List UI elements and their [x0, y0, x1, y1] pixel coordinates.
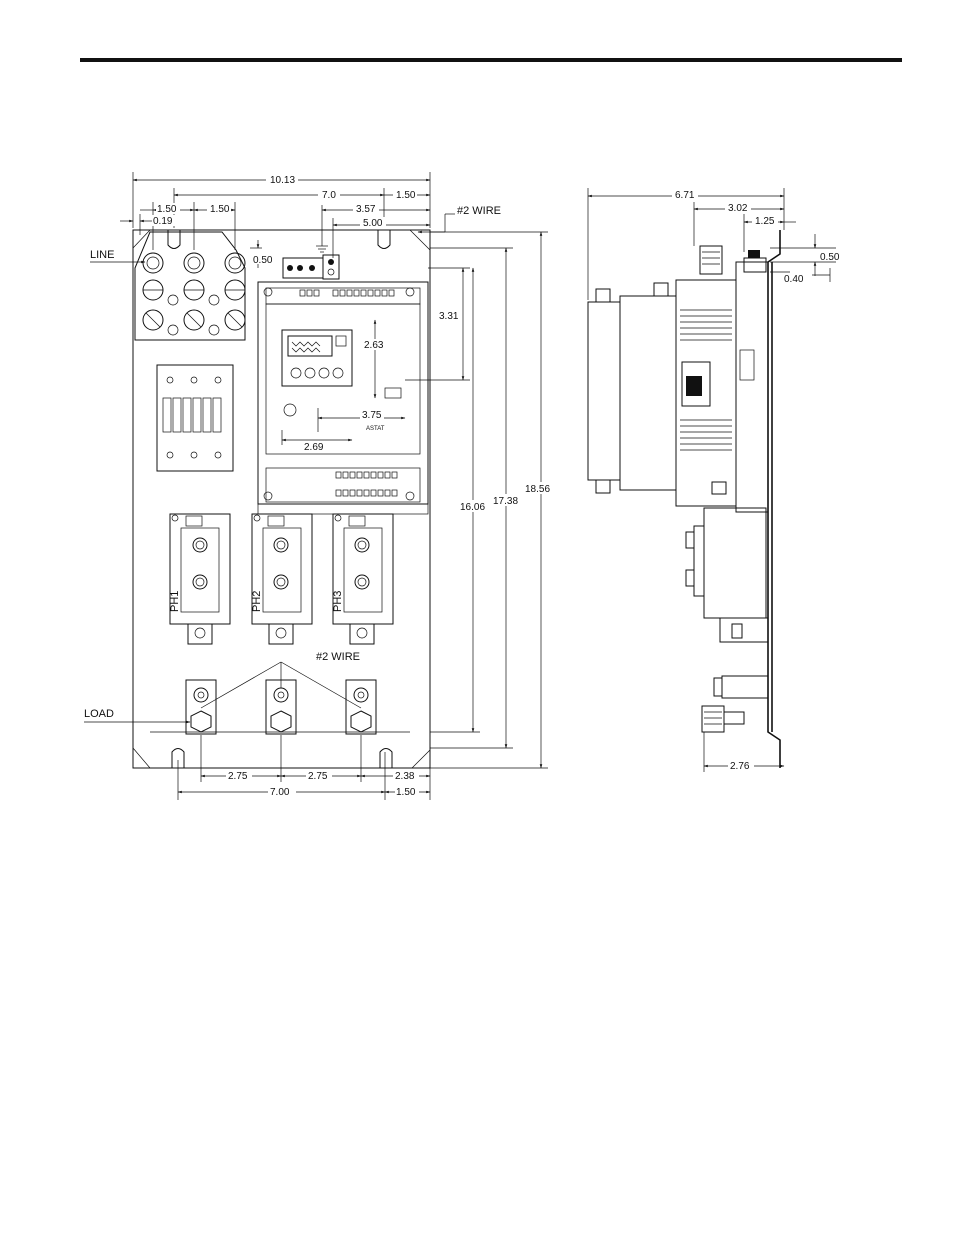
- side-view: 6.71 3.02 1.25 0.50 0.40 2.76: [587, 188, 840, 772]
- dim-bottom-mount-spacing: 7.00: [270, 787, 290, 798]
- front-view: ASTAT: [84, 172, 555, 800]
- back-plate: [132, 229, 431, 769]
- dim-load-pitch-2: 2.75: [308, 771, 328, 782]
- dim-overall-width: 10.13: [270, 175, 295, 186]
- control-terminal-strip: [282, 254, 340, 280]
- contactor: [156, 364, 234, 472]
- mount-slot-bottom-left: [171, 748, 185, 768]
- dim-flange: 1.25: [755, 216, 775, 227]
- soft-starter-controller: ASTAT: [257, 281, 429, 515]
- dim-right-margin-top: 1.50: [396, 190, 416, 201]
- dim-small-a: 0.50: [820, 252, 840, 263]
- mount-slot-top-right: [377, 230, 391, 249]
- load-lug-1: [185, 679, 217, 735]
- mount-slot-bottom-right: [379, 748, 393, 768]
- dim-small-b: 0.40: [784, 274, 804, 285]
- controller-brand: ASTAT: [366, 426, 385, 432]
- wire-label-bottom: #2 WIRE: [316, 651, 360, 663]
- side-controller-front: [587, 301, 621, 481]
- dim-mount-spacing: 7.0: [322, 190, 336, 201]
- dim-display: 2.63: [364, 340, 384, 351]
- dim-left-margin: 1.50: [157, 204, 177, 215]
- dim-height-mid: 17.38: [493, 496, 518, 507]
- dim-bottom-right-margin: 1.50: [396, 787, 416, 798]
- phase-module-1: PH1: [169, 513, 231, 645]
- line-lug-2: [183, 252, 205, 331]
- dim-small: 0.50: [253, 255, 273, 266]
- line-lug-1: [142, 252, 164, 331]
- phase-module-2: PH2: [251, 513, 313, 645]
- dim-edge-offset: 0.19: [153, 216, 173, 227]
- dim-load-pitch-1: 2.75: [228, 771, 248, 782]
- dim-height-overall: 18.56: [525, 484, 550, 495]
- line-label: LINE: [90, 249, 114, 261]
- controller-knob: [283, 403, 297, 417]
- dim-controller-half: 2.69: [304, 442, 324, 453]
- dim-depth: 6.71: [675, 190, 695, 201]
- load-lug-2: [265, 679, 297, 735]
- wire-label-top: #2 WIRE: [457, 205, 501, 217]
- side-heatsink: [703, 507, 767, 619]
- phase-label-1: PH1: [169, 591, 181, 612]
- line-lug-3: [224, 252, 246, 331]
- mount-slot-top-left: [167, 230, 181, 249]
- controller-display: [281, 329, 353, 387]
- dim-depth-mid: 3.02: [728, 203, 748, 214]
- side-mounting-plate: [767, 230, 781, 768]
- phase-label-3: PH3: [332, 591, 344, 612]
- phase-label-2: PH2: [251, 591, 263, 612]
- header-rule: [80, 58, 902, 62]
- dim-ground-to-edge: 5.00: [363, 218, 383, 229]
- load-lug-3: [345, 679, 377, 735]
- dim-load-right: 2.38: [395, 771, 415, 782]
- dim-terminal-pitch: 1.50: [210, 204, 230, 215]
- ground-symbol-icon: [316, 238, 328, 253]
- dim-height-inner: 16.06: [460, 502, 485, 513]
- load-label: LOAD: [84, 708, 114, 720]
- line-terminal-block: [134, 231, 246, 341]
- phase-module-3: PH3: [332, 513, 394, 645]
- dim-ground-offset: 3.57: [356, 204, 376, 215]
- dim-controller-center: 3.75: [362, 410, 382, 421]
- dim-bottom: 2.76: [730, 761, 750, 772]
- dim-controller-height: 3.31: [439, 311, 459, 322]
